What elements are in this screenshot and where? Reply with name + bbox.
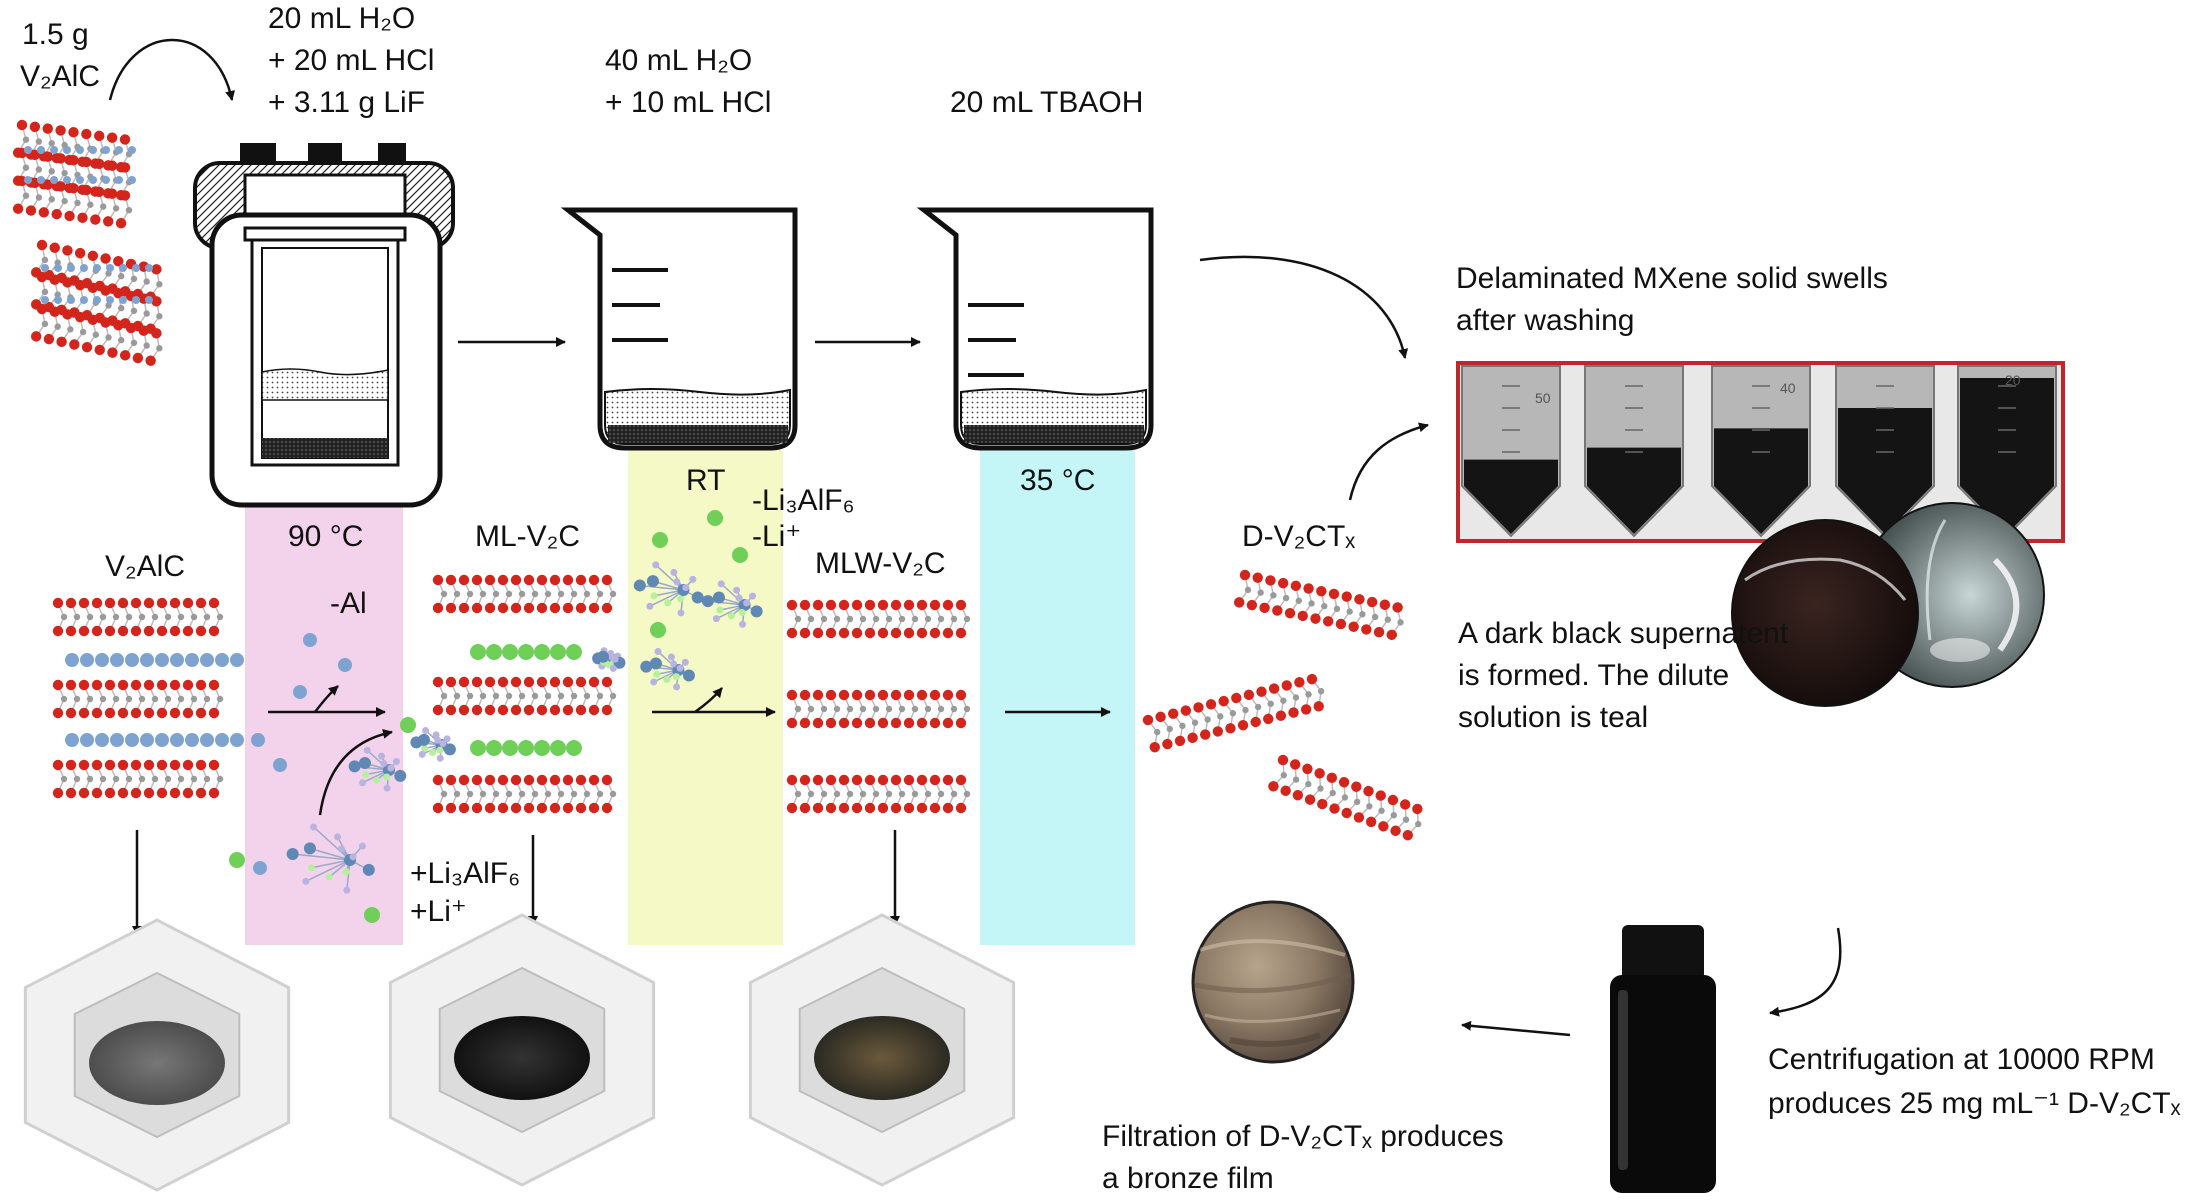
centrifuge-note-line-2: produces 25 mg mL⁻¹ D-V₂CTₓ <box>1768 1087 2181 1120</box>
mlw-v2c-label: MLW-V₂C <box>815 547 946 580</box>
arrow-supernatant-to-bottle <box>1769 927 1842 1017</box>
arrow-byproduct-out <box>694 687 723 714</box>
li3alf6-cluster <box>701 580 763 628</box>
tube-scale-label: 50 <box>1535 390 1551 406</box>
li3alf6-cluster <box>410 726 456 762</box>
delam-reagent-label: 20 mL TBAOH <box>950 86 1144 119</box>
wash-zone <box>628 450 783 945</box>
arrow-flakes-to-tubes <box>1348 422 1429 501</box>
li3alf6-cluster <box>286 823 375 894</box>
etch-reagent-line-3: + 3.11 g LiF <box>268 86 426 119</box>
tube-scale-label: 20 <box>2005 372 2021 388</box>
vial-photo <box>1610 925 1716 1193</box>
byproduct-removed-line-1: -Li₃AlF₆ <box>752 484 855 517</box>
byproduct-added-line-1: +Li₃AlF₆ <box>410 857 521 890</box>
mlw-v2c-layer <box>786 774 971 814</box>
ml-v2c-label: ML-V₂C <box>475 520 580 553</box>
v2alc-mass-label: 1.5 g <box>22 18 89 51</box>
li-atom-row <box>470 644 582 660</box>
li3alf6-cluster <box>348 746 407 792</box>
arrow-to-tubes <box>1199 255 1409 359</box>
etch-temperature: 90 °C <box>288 520 364 553</box>
supernatant-note-line-3: solution is teal <box>1458 701 1649 734</box>
v2alc-powder-dish <box>23 918 291 1192</box>
arrow-byproduct-in <box>318 728 393 816</box>
crystal-structures <box>12 119 1423 923</box>
al-atom-row <box>24 176 136 184</box>
delaminated-flake <box>1233 569 1404 641</box>
centrifuge-tube <box>1711 365 1811 538</box>
delaminated-flake <box>1268 754 1423 841</box>
mlw-v2c-layer <box>786 599 971 639</box>
v2alc-structure-label: V₂AlC <box>105 550 185 583</box>
li3alf6-cluster <box>592 647 626 672</box>
li3alf6-cluster <box>633 561 704 617</box>
ml-v2c-layer <box>432 774 617 814</box>
supernatant-note-line-2: is formed. The dilute <box>1458 659 1730 692</box>
centrifuge-tube <box>1461 365 1561 538</box>
byproduct-removed-line-2: -Li⁺ <box>752 520 802 553</box>
v2alc-layer <box>52 597 224 637</box>
ml-v2c-powder-dish <box>388 913 656 1187</box>
supernatant-note-line-1: A dark black supernatent <box>1458 617 1789 650</box>
delam-temperature: 35 °C <box>1020 464 1096 497</box>
al-atom-row <box>65 733 244 747</box>
swells-note-line-2: after washing <box>1456 304 1635 337</box>
li3alf6-cluster <box>640 648 695 691</box>
v2alc-layer <box>52 679 224 719</box>
etch-zone <box>245 505 403 945</box>
tube-scale-label: 40 <box>1780 380 1796 396</box>
wash-reagent-line-2: + 10 mL HCl <box>605 86 772 119</box>
centrifuge-tube <box>1835 365 1935 538</box>
arrow-bottle-to-film <box>1461 1020 1571 1037</box>
etch-reagent-line-2: + 20 mL HCl <box>268 44 435 77</box>
film-note-line-1: Filtration of D-V₂CTₓ produces <box>1102 1120 1504 1153</box>
ml-v2c-layer <box>432 676 617 716</box>
byproduct-added-line-2: +Li⁺ <box>410 895 467 928</box>
beaker-wash-icon <box>560 207 798 451</box>
al-atom-row <box>24 146 136 154</box>
autoclave-icon <box>193 143 455 508</box>
d-v2ctx-label: D-V₂CTₓ <box>1242 520 1356 553</box>
ml-v2c-layer <box>432 574 617 614</box>
wash-temperature: RT <box>686 464 726 497</box>
v2alc-layer-small <box>30 303 163 366</box>
beaker-delam-icon <box>916 207 1154 451</box>
delaminated-flake <box>1142 673 1325 753</box>
wash-reagent-line-1: 40 mL H₂O <box>605 44 753 77</box>
mlw-v2c-layer <box>786 689 971 729</box>
centrifuge-tube <box>1957 365 2057 538</box>
swells-note-line-1: Delaminated MXene solid swells <box>1456 262 1888 295</box>
centrifuge-tubes-photo <box>1456 361 2065 543</box>
al-atom-row <box>65 653 244 667</box>
v2alc-reagent-label: V₂AlC <box>20 60 100 93</box>
v2alc-layer <box>52 759 224 799</box>
v2alc-layer-small <box>12 175 133 229</box>
centrifuge-tube <box>1584 365 1684 538</box>
al-atom-row <box>41 296 153 304</box>
film-note-line-2: a bronze film <box>1102 1162 1274 1195</box>
black-supernatant-photo <box>1731 519 1919 707</box>
al-removed-label: -Al <box>330 587 367 620</box>
bronze-film-photo <box>1191 900 1355 1064</box>
centrifuge-note-line-1: Centrifugation at 10000 RPM <box>1768 1043 2155 1076</box>
etch-reagent-line-1: 20 mL H₂O <box>268 2 416 35</box>
arrow-al-out <box>314 685 339 713</box>
mlw-v2c-powder-dish <box>748 913 1016 1187</box>
arrow-reagents-to-autoclave <box>108 38 236 101</box>
li-atom-row <box>470 740 582 756</box>
al-atom-row <box>41 264 153 272</box>
delam-zone <box>980 450 1135 945</box>
